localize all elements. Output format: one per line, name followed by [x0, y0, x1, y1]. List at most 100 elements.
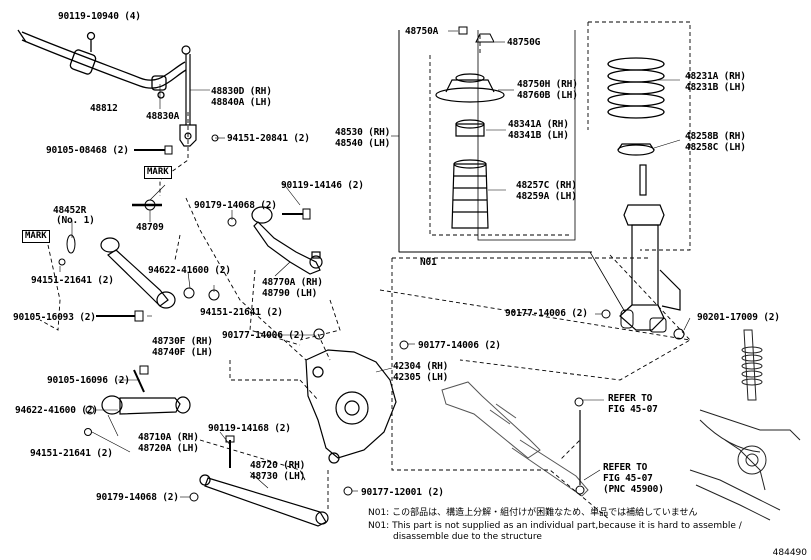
- label-48730f: 48730F (RH): [152, 336, 213, 347]
- label-90105-08468: 90105-08468 (2): [46, 145, 129, 156]
- nut-48750a: [458, 26, 468, 35]
- nut-90177-14006-a: [313, 328, 325, 340]
- label-90105-16093: 90105-16093 (2): [13, 312, 96, 323]
- nut-90177-12001: [343, 486, 353, 496]
- label-90177-14006-c: 90177-14006 (2): [505, 308, 588, 319]
- cam-plate-94622-b: [85, 405, 95, 415]
- label-94622-41600-b: 94622-41600 (2): [15, 405, 98, 416]
- label-48720a: 48720A (LH): [138, 443, 199, 454]
- cap-48750g: [475, 33, 495, 43]
- washer-48452r: [58, 234, 76, 266]
- label-48760b: 48760B (LH): [517, 90, 578, 101]
- note-english-line2: disassemble due to the structure: [393, 532, 542, 542]
- bumper-48341a: [455, 119, 485, 137]
- label-48770a: 48770A (RH): [262, 277, 323, 288]
- arm-48710a-drawing: [101, 395, 191, 415]
- label-90177-14006-a: 90177-14006 (2): [222, 330, 305, 341]
- label-refer-2c: (PNC 45900): [603, 484, 664, 495]
- drawing-number: 484490: [772, 548, 807, 558]
- label-94151-21641-a: 94151-21641 (2): [31, 275, 114, 286]
- label-48258c: 48258C (LH): [685, 142, 746, 153]
- label-48720: 48720 (RH): [250, 460, 306, 471]
- label-90105-16096: 90105-16096 (2): [47, 375, 130, 386]
- label-48530: 48530 (RH): [335, 127, 391, 138]
- label-90119-10940: 90119-10940 (4): [58, 11, 141, 22]
- stabilizer-bar-drawing: [17, 29, 187, 99]
- shock-absorber-drawing: [619, 164, 681, 331]
- label-no1: (No. 1): [56, 215, 95, 226]
- label-48257c: 48257C (RH): [516, 180, 577, 191]
- label-42304: 42304 (RH): [393, 361, 449, 372]
- label-48790: 48790 (LH): [262, 288, 318, 299]
- label-94151-20841: 94151-20841 (2): [227, 133, 310, 144]
- label-n01: N01: [420, 257, 437, 268]
- inset-assembly-drawing: [689, 329, 801, 521]
- spring-seat-48258b: [617, 143, 655, 156]
- label-90201-17009: 90201-17009 (2): [697, 312, 780, 323]
- boot-48257c: [451, 159, 489, 229]
- dashed-group-lines: [39, 21, 692, 521]
- label-refer-2a: REFER TO: [603, 462, 648, 473]
- label-48231b: 48231B (LH): [685, 82, 746, 93]
- label-48750h: 48750H (RH): [517, 79, 578, 90]
- label-48710a: 48710A (RH): [138, 432, 199, 443]
- arm-48730f-drawing: [100, 237, 176, 309]
- washer-90201-17009: [649, 317, 685, 340]
- label-48730: 48730 (LH): [250, 471, 306, 482]
- label-90179-14068-a: 90179-14068 (2): [194, 200, 277, 211]
- bolt-90119-14168: [225, 435, 235, 468]
- arm-48770a-drawing: [251, 206, 323, 275]
- label-48709: 48709: [136, 222, 164, 233]
- label-48740f: 48740F (LH): [152, 347, 213, 358]
- bushing-90177-14006-c: [601, 309, 634, 329]
- label-refer-1a: REFER TO: [608, 393, 653, 404]
- toe-link-drawing: [575, 410, 585, 495]
- label-42305: 42305 (LH): [393, 372, 449, 383]
- label-48830d: 48830D (RH): [211, 86, 272, 97]
- label-refer-1b: FIG 45-07: [608, 404, 658, 415]
- label-48452r: 48452R: [53, 205, 87, 216]
- arm-48720-drawing: [199, 474, 329, 527]
- label-48750a: 48750A: [405, 26, 439, 37]
- note-english-line1: N01: This part is not supplied as an ind…: [368, 521, 742, 531]
- label-48540: 48540 (LH): [335, 138, 391, 149]
- knuckle-drawing: [305, 349, 397, 464]
- label-48750g: 48750G: [507, 37, 541, 48]
- stabilizer-link-drawing: [179, 45, 197, 147]
- camber-bolt-drawing: [132, 199, 162, 211]
- label-48840a: 48840A (LH): [211, 97, 272, 108]
- label-90119-14168: 90119-14168 (2): [208, 423, 291, 434]
- note-japanese: N01: この部品は、構造上分解・組付けが困難なため、単品では補給していません: [368, 508, 698, 518]
- label-90119-14146: 90119-14146 (2): [281, 180, 364, 191]
- label-94151-21641-c: 94151-21641 (2): [30, 448, 113, 459]
- label-48812: 48812: [90, 103, 118, 114]
- spring-48231a: [607, 57, 665, 119]
- label-48341b: 48341B (LH): [508, 130, 569, 141]
- mount-48750h: [435, 73, 505, 103]
- bolt-90105-16093: [96, 310, 144, 322]
- bolt-90105-16096: [133, 365, 149, 393]
- label-94622-41600-a: 94622-41600 (2): [148, 265, 231, 276]
- strut-bracket-lines: [398, 30, 626, 313]
- nut-94151-21641-c: [84, 428, 92, 436]
- leader-lines: [59, 30, 691, 498]
- nut-90179-14068-b: [189, 492, 199, 502]
- mark-box-1: MARK: [144, 166, 172, 179]
- hub-nut: [574, 397, 584, 407]
- nut-90177-14006-b: [399, 340, 409, 350]
- bolt-90119-14146: [282, 208, 311, 220]
- bolt-90105-08468: [134, 145, 173, 155]
- label-48341a: 48341A (RH): [508, 119, 569, 130]
- label-48258b: 48258B (RH): [685, 131, 746, 142]
- label-90179-14068-b: 90179-14068 (2): [96, 492, 179, 503]
- label-90177-12001: 90177-12001 (2): [361, 487, 444, 498]
- label-48259a: 48259A (LH): [516, 191, 577, 202]
- mark-box-2: MARK: [22, 230, 50, 243]
- driveshaft-drawing: [441, 381, 589, 497]
- label-48231a: 48231A (RH): [685, 71, 746, 82]
- label-refer-2b: FIG 45-07: [603, 473, 653, 484]
- label-48830a: 48830A: [146, 111, 180, 122]
- label-94151-21641-b: 94151-21641 (2): [200, 307, 283, 318]
